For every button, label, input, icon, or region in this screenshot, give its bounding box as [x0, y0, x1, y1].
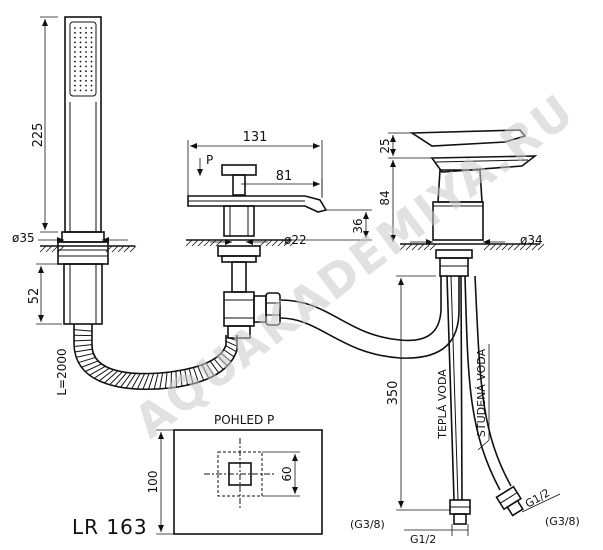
- shower-holder-flange: [61, 231, 105, 243]
- mixer-body: [432, 201, 484, 241]
- shower-nozzle-grid: [74, 27, 93, 92]
- shower-holder-body: [63, 263, 103, 325]
- model-label: LR 163: [72, 515, 148, 539]
- dim-25-label: 25: [378, 138, 392, 153]
- dim-60-label: 60: [280, 466, 294, 481]
- view-direction-indicator: P: [197, 153, 213, 176]
- dimension-shower-length: 225: [31, 16, 58, 233]
- dimension-spout-height: 36: [292, 209, 372, 241]
- thread-label-middle-group: G1/2: [404, 524, 469, 546]
- diverter-stem: [232, 174, 246, 196]
- hose-length-label: L=2000: [55, 348, 69, 395]
- shower-head-face: [69, 21, 97, 97]
- dimension-spout-width: 131: [187, 130, 323, 196]
- dim-350-label: 350: [386, 381, 401, 406]
- hand-shower: [39, 16, 137, 325]
- spout-hose-connector: [227, 325, 251, 339]
- mixer-nut: [435, 249, 473, 259]
- deck-hatch-left: [39, 245, 137, 253]
- thread-label-right-a: G1/2: [523, 486, 552, 510]
- dim-84-label: 84: [378, 190, 392, 205]
- spout-column: [223, 205, 255, 237]
- dimension-mixer-handle: 25: [378, 132, 432, 159]
- view-title: POHLED P: [214, 413, 274, 427]
- deck-hatch-right: [399, 243, 545, 251]
- dimension-mixer-diameter: ø34: [410, 233, 543, 247]
- spout-nut-upper: [217, 245, 261, 257]
- dimension-spout-diameter: ø22: [210, 233, 307, 247]
- mixer-assembly: [399, 129, 545, 525]
- view-p-detail: POHLED P 100 60: [146, 413, 323, 535]
- diverter-knob: [221, 164, 257, 176]
- hot-water-label: TEPLÁ VODA: [436, 369, 449, 440]
- thread-label-right-group: G1/2 (G3/8): [521, 486, 580, 528]
- watermark-text: AQUAKADEMIYA.RU: [124, 83, 584, 448]
- dim-52-label: 52: [27, 288, 42, 305]
- dimension-hose-run: 350: [386, 275, 450, 511]
- mixer-lever-top: [409, 129, 527, 147]
- cold-water-label-group: STUDENÁ VODA: [475, 344, 490, 451]
- thread-label-right-b: (G3/8): [545, 515, 580, 528]
- spout-threaded-rod: [231, 261, 247, 293]
- shower-hose: L=2000: [55, 324, 238, 396]
- dim-34-label: ø34: [520, 233, 543, 247]
- deck-hatch-middle: [185, 239, 297, 247]
- view-plate: [173, 429, 323, 535]
- dimension-holder-height: 52: [27, 263, 62, 325]
- dimension-shower-diameter: ø35: [12, 231, 128, 245]
- dim-22-label: ø22: [284, 233, 307, 247]
- dim-225-label: 225: [31, 123, 46, 148]
- dim-81-label: 81: [276, 169, 293, 184]
- dimension-spout-reach: 81: [241, 169, 323, 198]
- hose-spiral-coils: [73, 329, 238, 390]
- dimension-mixer-height: 84: [378, 160, 396, 242]
- thread-label-middle: G1/2: [410, 533, 436, 546]
- mixer-lever-bottom: [430, 155, 538, 173]
- thread-label-left: (G3/8): [350, 518, 385, 531]
- spout-body: [187, 195, 328, 213]
- dim-36-label: 36: [351, 218, 365, 233]
- view-arrow-label: P: [206, 153, 213, 167]
- spout-assembly: [185, 164, 328, 339]
- dim-100-label: 100: [146, 471, 160, 494]
- dim-35-label: ø35: [12, 231, 35, 245]
- cold-water-label: STUDENÁ VODA: [475, 348, 488, 437]
- dim-131-label: 131: [243, 130, 268, 145]
